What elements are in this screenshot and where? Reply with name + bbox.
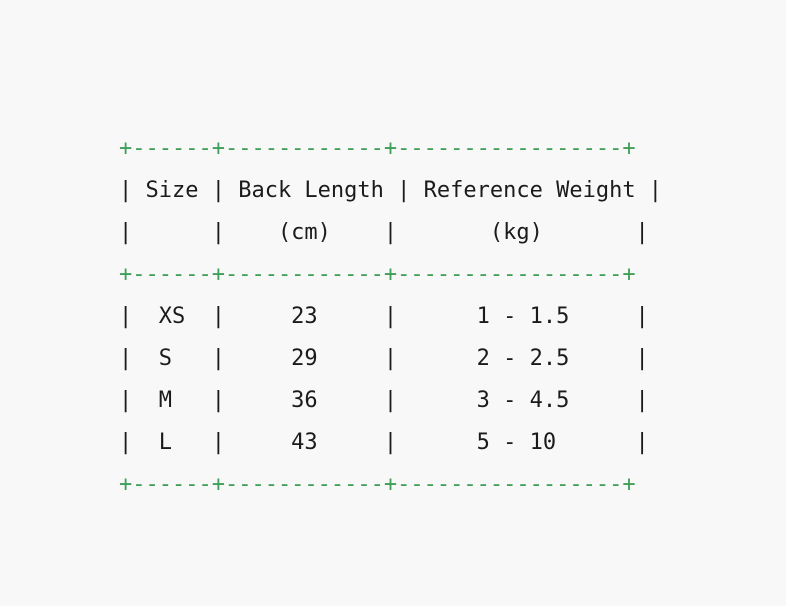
table-bottom-border: +------+------------+-----------------+ [119,472,636,497]
header-line-1: | Size | Back Length | Reference Weight … [119,178,663,203]
table-row: | S | 29 | 2 - 2.5 | [119,346,649,371]
table-header-border: +------+------------+-----------------+ [119,262,636,287]
table-row: | XS | 23 | 1 - 1.5 | [119,304,649,329]
table-row: | L | 43 | 5 - 10 | [119,430,649,455]
table-top-border: +------+------------+-----------------+ [119,136,636,161]
header-line-2: | | (cm) | (kg) | [119,220,649,245]
size-chart-table: +------+------------+-----------------+ |… [119,128,662,506]
table-row: | M | 36 | 3 - 4.5 | [119,388,649,413]
